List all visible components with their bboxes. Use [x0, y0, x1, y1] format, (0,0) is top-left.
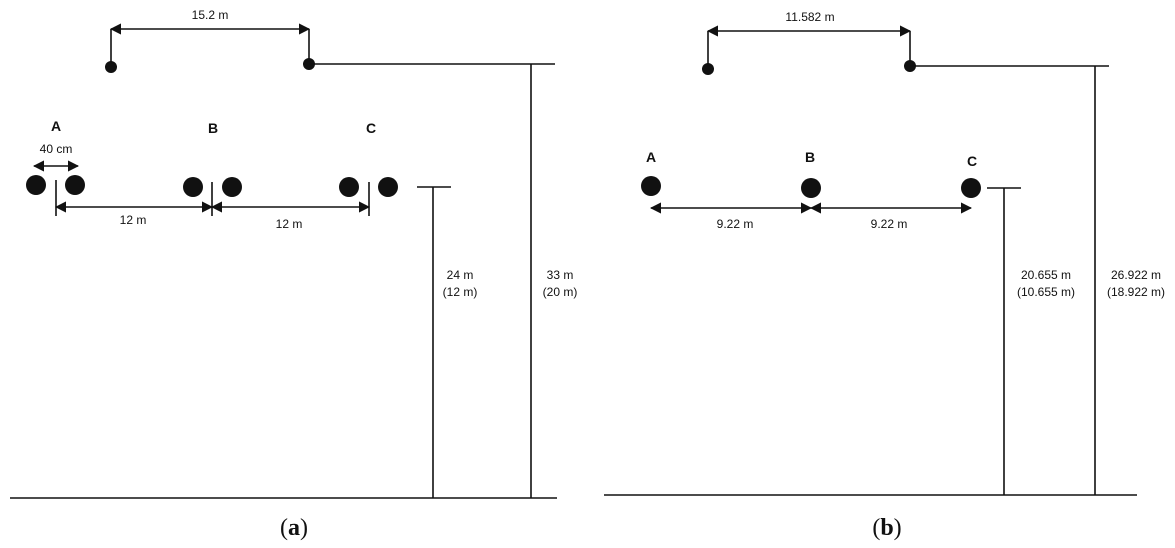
phase-height-label-b: 20.655 m: [1021, 268, 1071, 282]
tower-height-alt-label-b: (18.922 m): [1107, 285, 1165, 299]
phase-label-b-a: B: [208, 120, 218, 136]
phase-label-a-a: A: [51, 118, 61, 134]
phase-height-alt-label-a: (12 m): [443, 285, 478, 299]
phase-label-b-b: B: [805, 149, 815, 165]
phase-height-label-a: 24 m: [447, 268, 474, 282]
span-bc-label-b: 9.22 m: [871, 217, 908, 231]
conductor-b2-a: [222, 177, 242, 197]
caption-a: (a): [280, 515, 308, 541]
span-bc-label-a: 12 m: [276, 217, 303, 231]
tower-height-label-a: 33 m: [547, 268, 574, 282]
top-span-label-b: 11.582 m: [785, 10, 834, 24]
conductor-b-b: [801, 178, 821, 198]
span-ab-label-a: 12 m: [120, 213, 147, 227]
conductor-c1-a: [339, 177, 359, 197]
panel-a: 15.2 m A B C 40 cm 12 m 12 m 24 m (12 m)…: [10, 8, 577, 541]
conductor-c-b: [961, 178, 981, 198]
phase-label-a-b: A: [646, 149, 656, 165]
caption-b: (b): [872, 515, 901, 541]
conductor-a1-a: [26, 175, 46, 195]
conductor-a-b: [641, 176, 661, 196]
conductor-c2-a: [378, 177, 398, 197]
top-span-label-a: 15.2 m: [192, 8, 229, 22]
conductor-b1-a: [183, 177, 203, 197]
span-ab-label-b: 9.22 m: [717, 217, 754, 231]
phase-label-c-b: C: [967, 153, 977, 169]
phase-label-c-a: C: [366, 120, 376, 136]
shield-wire-left-b: [702, 63, 714, 75]
conductor-a2-a: [65, 175, 85, 195]
tower-height-label-b: 26.922 m: [1111, 268, 1161, 282]
shield-wire-left-a: [105, 61, 117, 73]
bundle-spacing-label-a: 40 cm: [40, 142, 73, 156]
panel-b: 11.582 m A B C 9.22 m 9.22 m 20.655 m (1…: [604, 10, 1165, 541]
tower-height-alt-label-a: (20 m): [543, 285, 578, 299]
phase-height-alt-label-b: (10.655 m): [1017, 285, 1075, 299]
